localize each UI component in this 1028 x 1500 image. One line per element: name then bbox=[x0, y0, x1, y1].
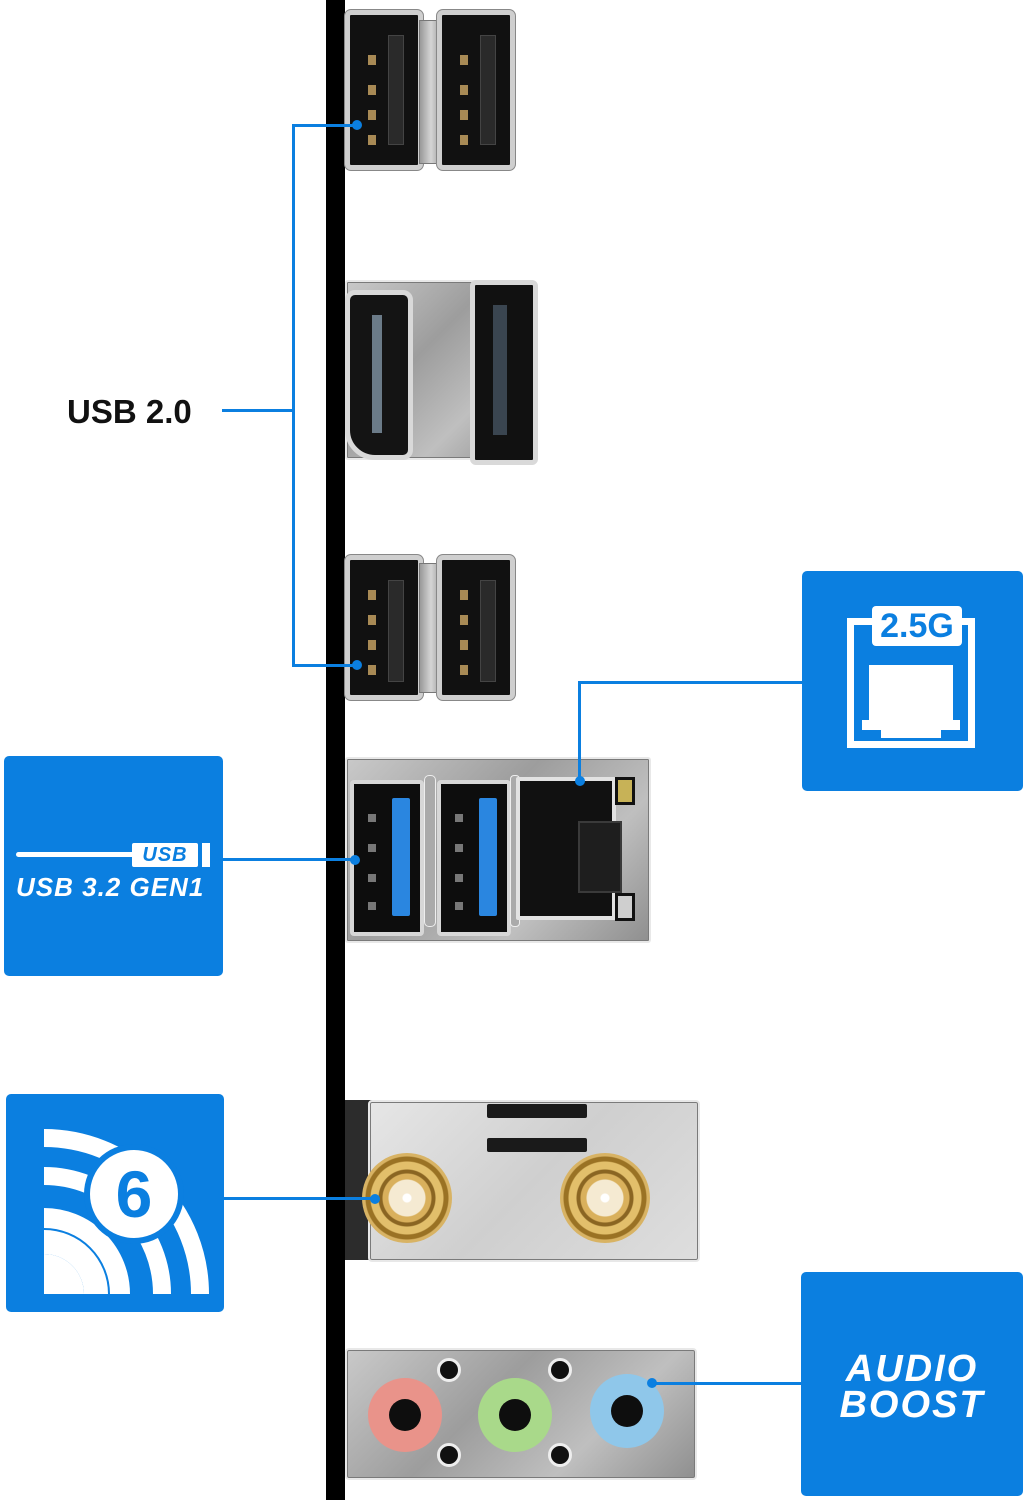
usb20-bracket-line bbox=[292, 124, 295, 666]
usb3-port bbox=[437, 780, 511, 936]
lan-leader-drop bbox=[578, 681, 581, 781]
wifi6-callout: 6 bbox=[6, 1094, 224, 1312]
usb2-port bbox=[437, 10, 515, 170]
lan-leader-line bbox=[580, 681, 802, 684]
lan-led-icon bbox=[615, 893, 635, 921]
usb2-port bbox=[345, 555, 423, 700]
usb32-gen1-text: USB 3.2 GEN1 bbox=[16, 872, 205, 902]
usb20-bottom-marker bbox=[352, 660, 362, 670]
wifi-antenna-connector bbox=[560, 1153, 650, 1243]
usb20-branch-bottom bbox=[292, 664, 357, 667]
usb32-marker bbox=[350, 855, 360, 865]
usb20-leader-line bbox=[222, 409, 294, 412]
wifi-marker bbox=[370, 1194, 380, 1204]
usb32-gen1-callout: USB USB 3.2 GEN1 bbox=[4, 756, 223, 976]
lan-marker bbox=[575, 776, 585, 786]
usb3-port bbox=[350, 780, 424, 936]
wifi6-icon bbox=[43, 1129, 209, 1295]
displayport-port bbox=[470, 280, 538, 465]
wifi-leader-line bbox=[224, 1197, 376, 1200]
usb2-port-pair-top bbox=[345, 10, 515, 170]
io-bracket-edge bbox=[326, 0, 345, 1500]
audio-boost-callout: AUDIO BOOST bbox=[801, 1272, 1023, 1496]
usb-badge: USB bbox=[132, 843, 198, 867]
usb20-top-marker bbox=[352, 120, 362, 130]
audio-jack-green bbox=[478, 1378, 552, 1452]
wifi-generation-number: 6 bbox=[115, 1157, 153, 1231]
usb-plug-icon bbox=[16, 852, 134, 857]
lan-2-5g-callout: 2.5G bbox=[802, 571, 1023, 791]
hdmi-port bbox=[345, 290, 413, 460]
audio-marker bbox=[647, 1378, 657, 1388]
usb32-leader-line bbox=[223, 858, 355, 861]
audio-boost-line2: BOOST bbox=[839, 1384, 985, 1426]
usb20-branch-top bbox=[292, 124, 357, 127]
usb2-port bbox=[345, 10, 423, 170]
usb2-port-pair-lower bbox=[345, 555, 515, 705]
audio-boost-line1: AUDIO bbox=[845, 1348, 979, 1390]
usb20-label: USB 2.0 bbox=[67, 393, 192, 430]
lan-port bbox=[516, 777, 622, 920]
usb2-port bbox=[437, 555, 515, 700]
audio-leader-line bbox=[650, 1382, 801, 1385]
lan-speed-badge: 2.5G bbox=[872, 606, 962, 646]
audio-jack-pink bbox=[368, 1378, 442, 1452]
lan-led-icon bbox=[615, 777, 635, 805]
